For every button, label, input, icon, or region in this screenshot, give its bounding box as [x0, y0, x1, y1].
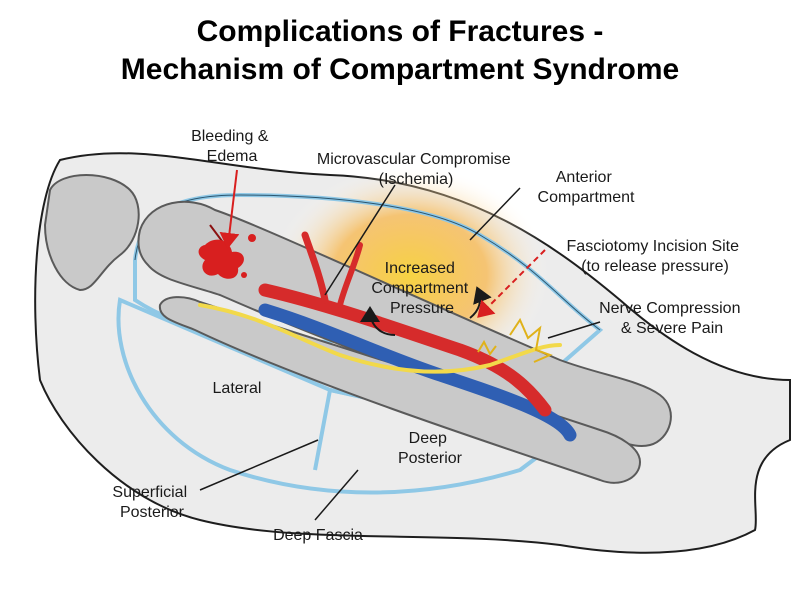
- artery-branch: [301, 231, 329, 304]
- diagram-title-line-2: Mechanism of Compartment Syndrome: [120, 53, 680, 86]
- label-deep-posterior: Deep Posterior: [398, 430, 463, 467]
- deep-fascia-leader: [314, 469, 359, 521]
- nerve-pain-burst-small: [477, 339, 497, 356]
- tibia-bone: [137, 200, 672, 447]
- pressure-arrow-left: [360, 306, 396, 336]
- knee-bone: [43, 174, 140, 292]
- nerve-leader: [547, 321, 601, 339]
- superficial-posterior-leader: [199, 439, 319, 491]
- fasciotomy-leader: [477, 249, 546, 318]
- bleeding-leader: [219, 169, 240, 249]
- nerve-pain-burst: [509, 317, 553, 363]
- posterior-fascia: [116, 297, 565, 495]
- diagram-title-line-1: Complications of Fractures -: [196, 15, 604, 48]
- nerve: [198, 303, 562, 374]
- intermuscular-septum-1: [313, 389, 332, 471]
- label-fasciotomy: Fasciotomy Incision Site (to release pre…: [567, 238, 744, 275]
- label-deep-fascia: Deep Fascia: [273, 527, 363, 544]
- label-nerve-compression: Nerve Compression & Severe Pain: [599, 300, 745, 337]
- label-microvascular: Microvascular Compromise (Ischemia): [317, 151, 515, 188]
- label-lateral: Lateral: [213, 380, 262, 397]
- artery-branch-2: [337, 242, 363, 308]
- microvascular-leader: [324, 184, 396, 296]
- label-increased-pressure: Increased Compartment Pressure: [371, 260, 472, 317]
- label-anterior-compartment: Anterior Compartment: [538, 169, 635, 206]
- bleeding-splatter: [198, 239, 244, 279]
- anterior-leader: [469, 187, 521, 241]
- label-bleeding: Bleeding & Edema: [191, 128, 273, 165]
- artery: [258, 283, 552, 417]
- label-superficial-posterior: Superficial Posterior: [112, 484, 191, 521]
